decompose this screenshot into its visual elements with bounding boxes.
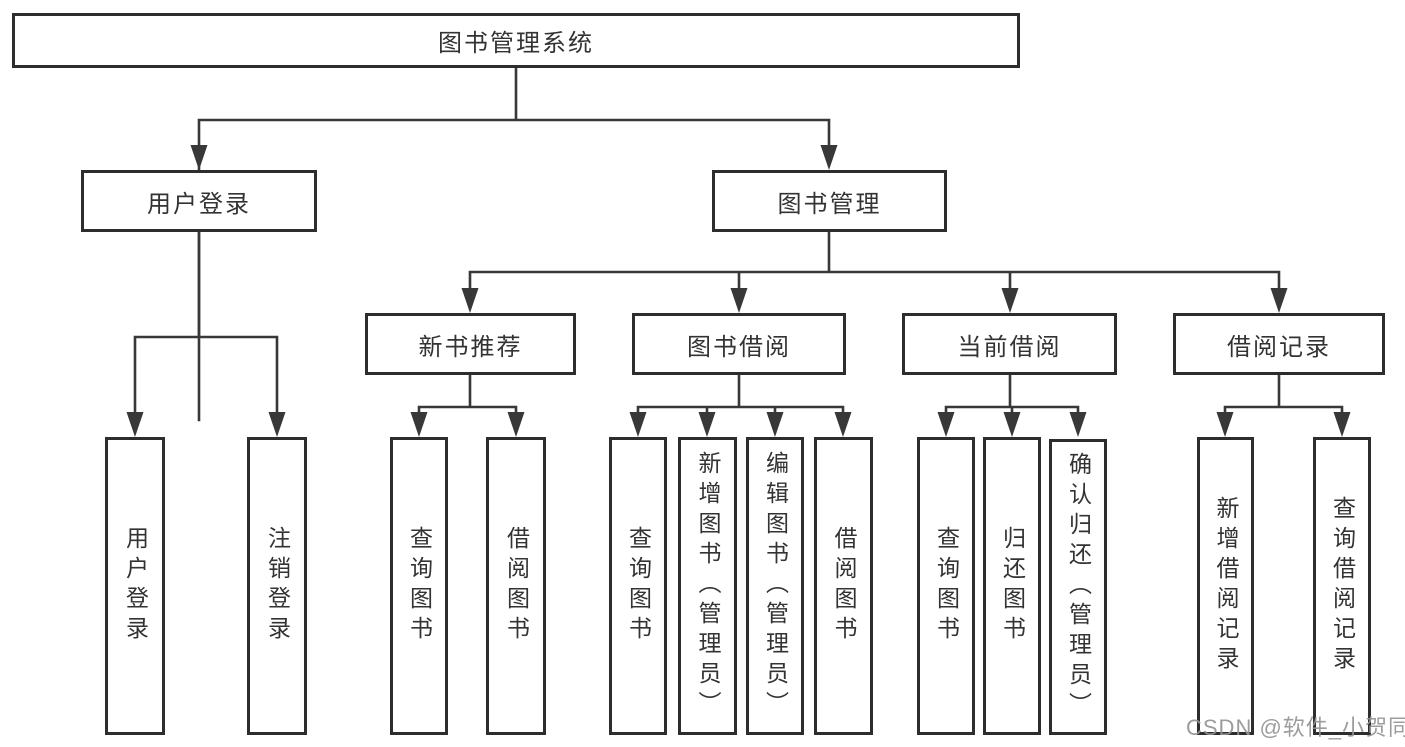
leaf-borrow-books: 借阅图书	[814, 437, 873, 735]
leaf-label: 查询借阅记录	[1329, 496, 1356, 676]
connector-currentborrow-to-leaves	[944, 373, 1080, 420]
connector-root-to-level2	[197, 66, 831, 422]
node-book-management: 图书管理	[712, 170, 947, 232]
csdn-watermark: CSDN @软件_小贺同学	[1186, 715, 1405, 740]
leaf-logout: 注销登录	[247, 437, 307, 735]
leaf-label: 新增借阅记录	[1213, 496, 1239, 676]
leaf-label: 归还图书	[999, 526, 1026, 646]
leaf-label: 确认归还（管理员）	[1065, 452, 1092, 722]
leaf-add-borrow-record: 新增借阅记录	[1197, 437, 1254, 735]
node-library-management-system: 图书管理系统	[12, 13, 1020, 68]
node-current-borrow: 当前借阅	[902, 313, 1117, 375]
leaf-label: 借阅图书	[503, 526, 530, 646]
leaf-label: 用户登录	[122, 526, 149, 646]
node-label: 借阅记录	[1227, 333, 1331, 361]
node-label: 图书借阅	[687, 333, 791, 361]
connector-records-to-leaves	[1223, 373, 1344, 420]
leaf-label: 注销登录	[264, 526, 291, 646]
arrowheads	[126, 145, 1351, 437]
connector-bookborrow-to-leaves	[636, 373, 845, 420]
leaf-return-books: 归还图书	[983, 437, 1041, 735]
leaf-label: 借阅图书	[831, 526, 857, 646]
node-book-borrow: 图书借阅	[632, 313, 846, 375]
leaf-confirm-return-admin: 确认归还（管理员）	[1049, 439, 1107, 735]
node-label: 用户登录	[147, 190, 251, 218]
leaf-edit-books-admin: 编辑图书（管理员）	[746, 437, 804, 735]
leaf-query-books-borrow: 查询图书	[609, 437, 667, 735]
leaf-borrow-books-recommend: 借阅图书	[486, 437, 546, 735]
leaf-user-login: 用户登录	[105, 437, 165, 735]
leaf-query-books-recommend: 查询图书	[390, 437, 448, 735]
leaf-query-books-current: 查询图书	[917, 437, 975, 735]
leaf-label: 编辑图书（管理员）	[762, 451, 789, 721]
node-label: 图书管理	[777, 190, 882, 218]
connector-userlogin-to-leaves	[133, 230, 279, 420]
connector-newbook-to-leaves	[417, 373, 518, 420]
leaf-label: 查询图书	[625, 526, 652, 646]
connector-bookmgmt-to-level3	[468, 230, 1281, 294]
leaf-label: 新增图书（管理员）	[695, 451, 721, 721]
leaf-query-borrow-record: 查询借阅记录	[1313, 437, 1371, 735]
node-new-book-recommend: 新书推荐	[365, 313, 576, 375]
node-label: 新书推荐	[418, 333, 523, 361]
leaf-label: 查询图书	[933, 526, 960, 646]
node-borrow-records: 借阅记录	[1173, 313, 1385, 375]
leaf-label: 查询图书	[406, 526, 433, 646]
node-user-login: 用户登录	[81, 170, 317, 232]
node-label: 图书管理系统	[438, 30, 594, 57]
node-label: 当前借阅	[957, 333, 1062, 361]
leaf-add-books-admin: 新增图书（管理员）	[678, 437, 737, 735]
